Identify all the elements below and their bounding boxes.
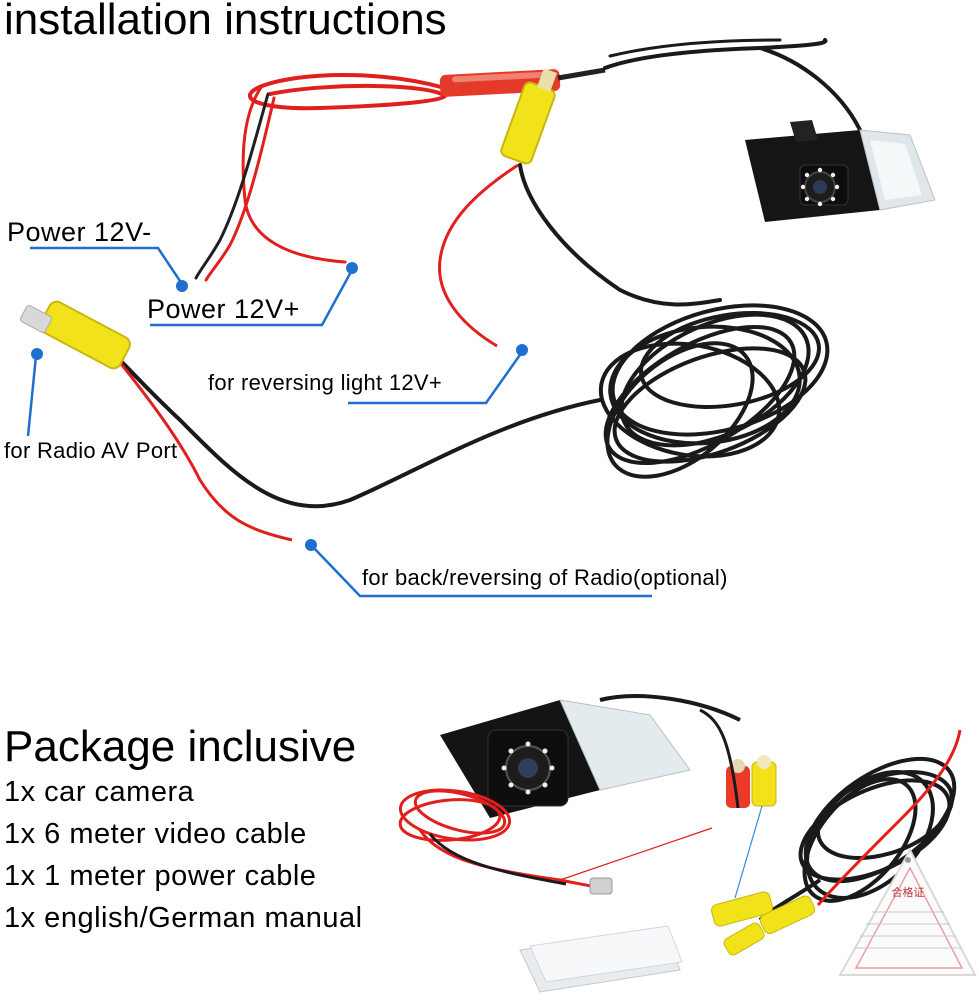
dc-plug: [589, 877, 613, 895]
power-cable-bottom: [398, 788, 601, 890]
dot-power-minus: [176, 280, 188, 292]
red-optional-wire: [116, 359, 293, 542]
rca-pair-bottom: [711, 891, 816, 956]
yellow-rca-connector-top: [500, 68, 557, 165]
callout-radio-av: [26, 355, 38, 437]
label-power-minus: Power 12V-: [7, 217, 152, 247]
package-title: Package inclusive: [4, 722, 357, 771]
rear-camera-bottom: [440, 694, 741, 818]
dot-reversing-light: [516, 344, 528, 356]
red-power-cable: [194, 73, 448, 282]
manual-booklet: [519, 925, 683, 993]
label-reversing-light: for reversing light 12V+: [208, 370, 443, 395]
callout-power-minus: [30, 246, 184, 285]
rca-pair-top: [699, 708, 777, 809]
certificate-stamp: 合格证: [838, 847, 977, 976]
stamp-text: 合格证: [892, 885, 925, 899]
package-item: 1x car camera: [4, 776, 195, 808]
package-item: 1x 6 meter video cable: [4, 818, 307, 850]
dot-power-plus: [346, 262, 358, 274]
diagram-title: installation instructions: [4, 0, 447, 44]
callout-rca-bottom: [734, 805, 763, 899]
callout-reversing-light: [348, 351, 524, 405]
package-item: 1x 1 meter power cable: [4, 860, 317, 892]
callout-power-plus: [150, 269, 354, 327]
dot-back-reversing: [305, 539, 317, 551]
label-power-plus: Power 12V+: [147, 294, 300, 324]
label-radio-av: for Radio AV Port: [4, 438, 178, 463]
callout-back-reversing: [311, 545, 652, 598]
video-cable-coil-bottom: [758, 756, 957, 922]
red-wire-coil-bottom: [816, 729, 962, 906]
callout-lines: [26, 246, 652, 598]
callout-dots: [31, 262, 528, 551]
package-item: 1x english/German manual: [4, 902, 363, 934]
red-reversing-wire: [438, 163, 519, 348]
dot-radio-av: [31, 348, 43, 360]
callout-power-cable-bottom: [559, 827, 713, 881]
yellow-rca-connector-left: [19, 300, 131, 370]
black-video-cable: [113, 38, 862, 509]
rear-camera-top: [745, 120, 936, 222]
label-back-reversing: for back/reversing of Radio(optional): [362, 565, 728, 590]
